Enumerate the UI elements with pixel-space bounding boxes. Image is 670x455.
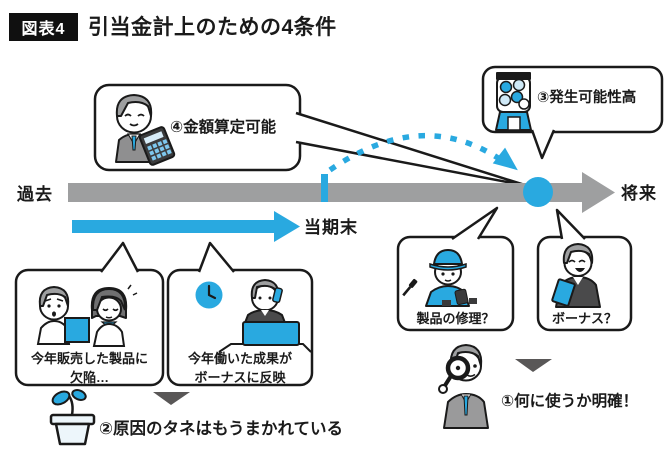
projection-arc-arrowhead-icon	[492, 147, 518, 171]
repairman-illustration	[402, 248, 477, 307]
bubble-repair-tail	[451, 206, 499, 241]
gacha-machine-icon	[495, 72, 532, 131]
timeline-period-end-label: 当期末	[304, 218, 358, 237]
timeline-arrowhead-icon	[582, 172, 615, 213]
accountant-calculator-illustration	[115, 94, 176, 166]
defect-line1: 今年販売した製品に	[30, 351, 148, 366]
condition-1-label: ①何に使うか明確！	[501, 393, 639, 410]
current-period-arrowhead-icon	[274, 211, 300, 242]
inspector-magnifier-illustration	[438, 344, 489, 429]
bubble-repair-caption: 製品の修理？	[416, 311, 495, 326]
timeline-past-label: 過去	[17, 185, 53, 204]
bubble-bonus-tail	[555, 208, 586, 240]
bubble-bonus-work-tail	[197, 241, 235, 273]
bubble-probability-tail	[530, 129, 556, 160]
bubble-bonus-caption: ボーナス？	[551, 311, 617, 326]
future-event-dot	[523, 177, 553, 207]
bonus-work-line1: 今年働いた成果が	[187, 351, 292, 366]
bubble-bonus-work-caption: 今年働いた成果が ボーナスに反映	[168, 350, 312, 388]
bubble-product-defect-tail	[100, 241, 140, 273]
seed-pot-icon	[49, 389, 96, 446]
period-end-tick	[321, 174, 328, 202]
timeline-future-label: 将来	[621, 184, 657, 203]
employee-phone-desk-illustration	[218, 279, 312, 353]
figure-badge: 図表4	[9, 13, 78, 41]
pointer-triangle-purpose-icon	[515, 359, 552, 372]
current-period-arrow	[72, 220, 274, 233]
condition-3-label: ③発生可能性高	[537, 90, 637, 106]
happy-employee-illustration	[551, 243, 601, 308]
bonus-work-line2: ボーナスに反映	[194, 369, 286, 385]
condition-2-label: ②原因のタネはもうまかれている	[99, 420, 343, 438]
worried-staff-illustration	[36, 284, 138, 347]
pointer-triangle-cause-icon	[153, 392, 190, 405]
condition-4-label: ④金額算定可能	[170, 119, 277, 136]
figure-title: 引当金計上のための4条件	[88, 16, 337, 39]
defect-line2: 欠陥…	[69, 369, 109, 385]
clock-hands-icon	[207, 284, 217, 300]
bubble-product-defect-caption: 今年販売した製品に 欠陥…	[16, 350, 163, 388]
